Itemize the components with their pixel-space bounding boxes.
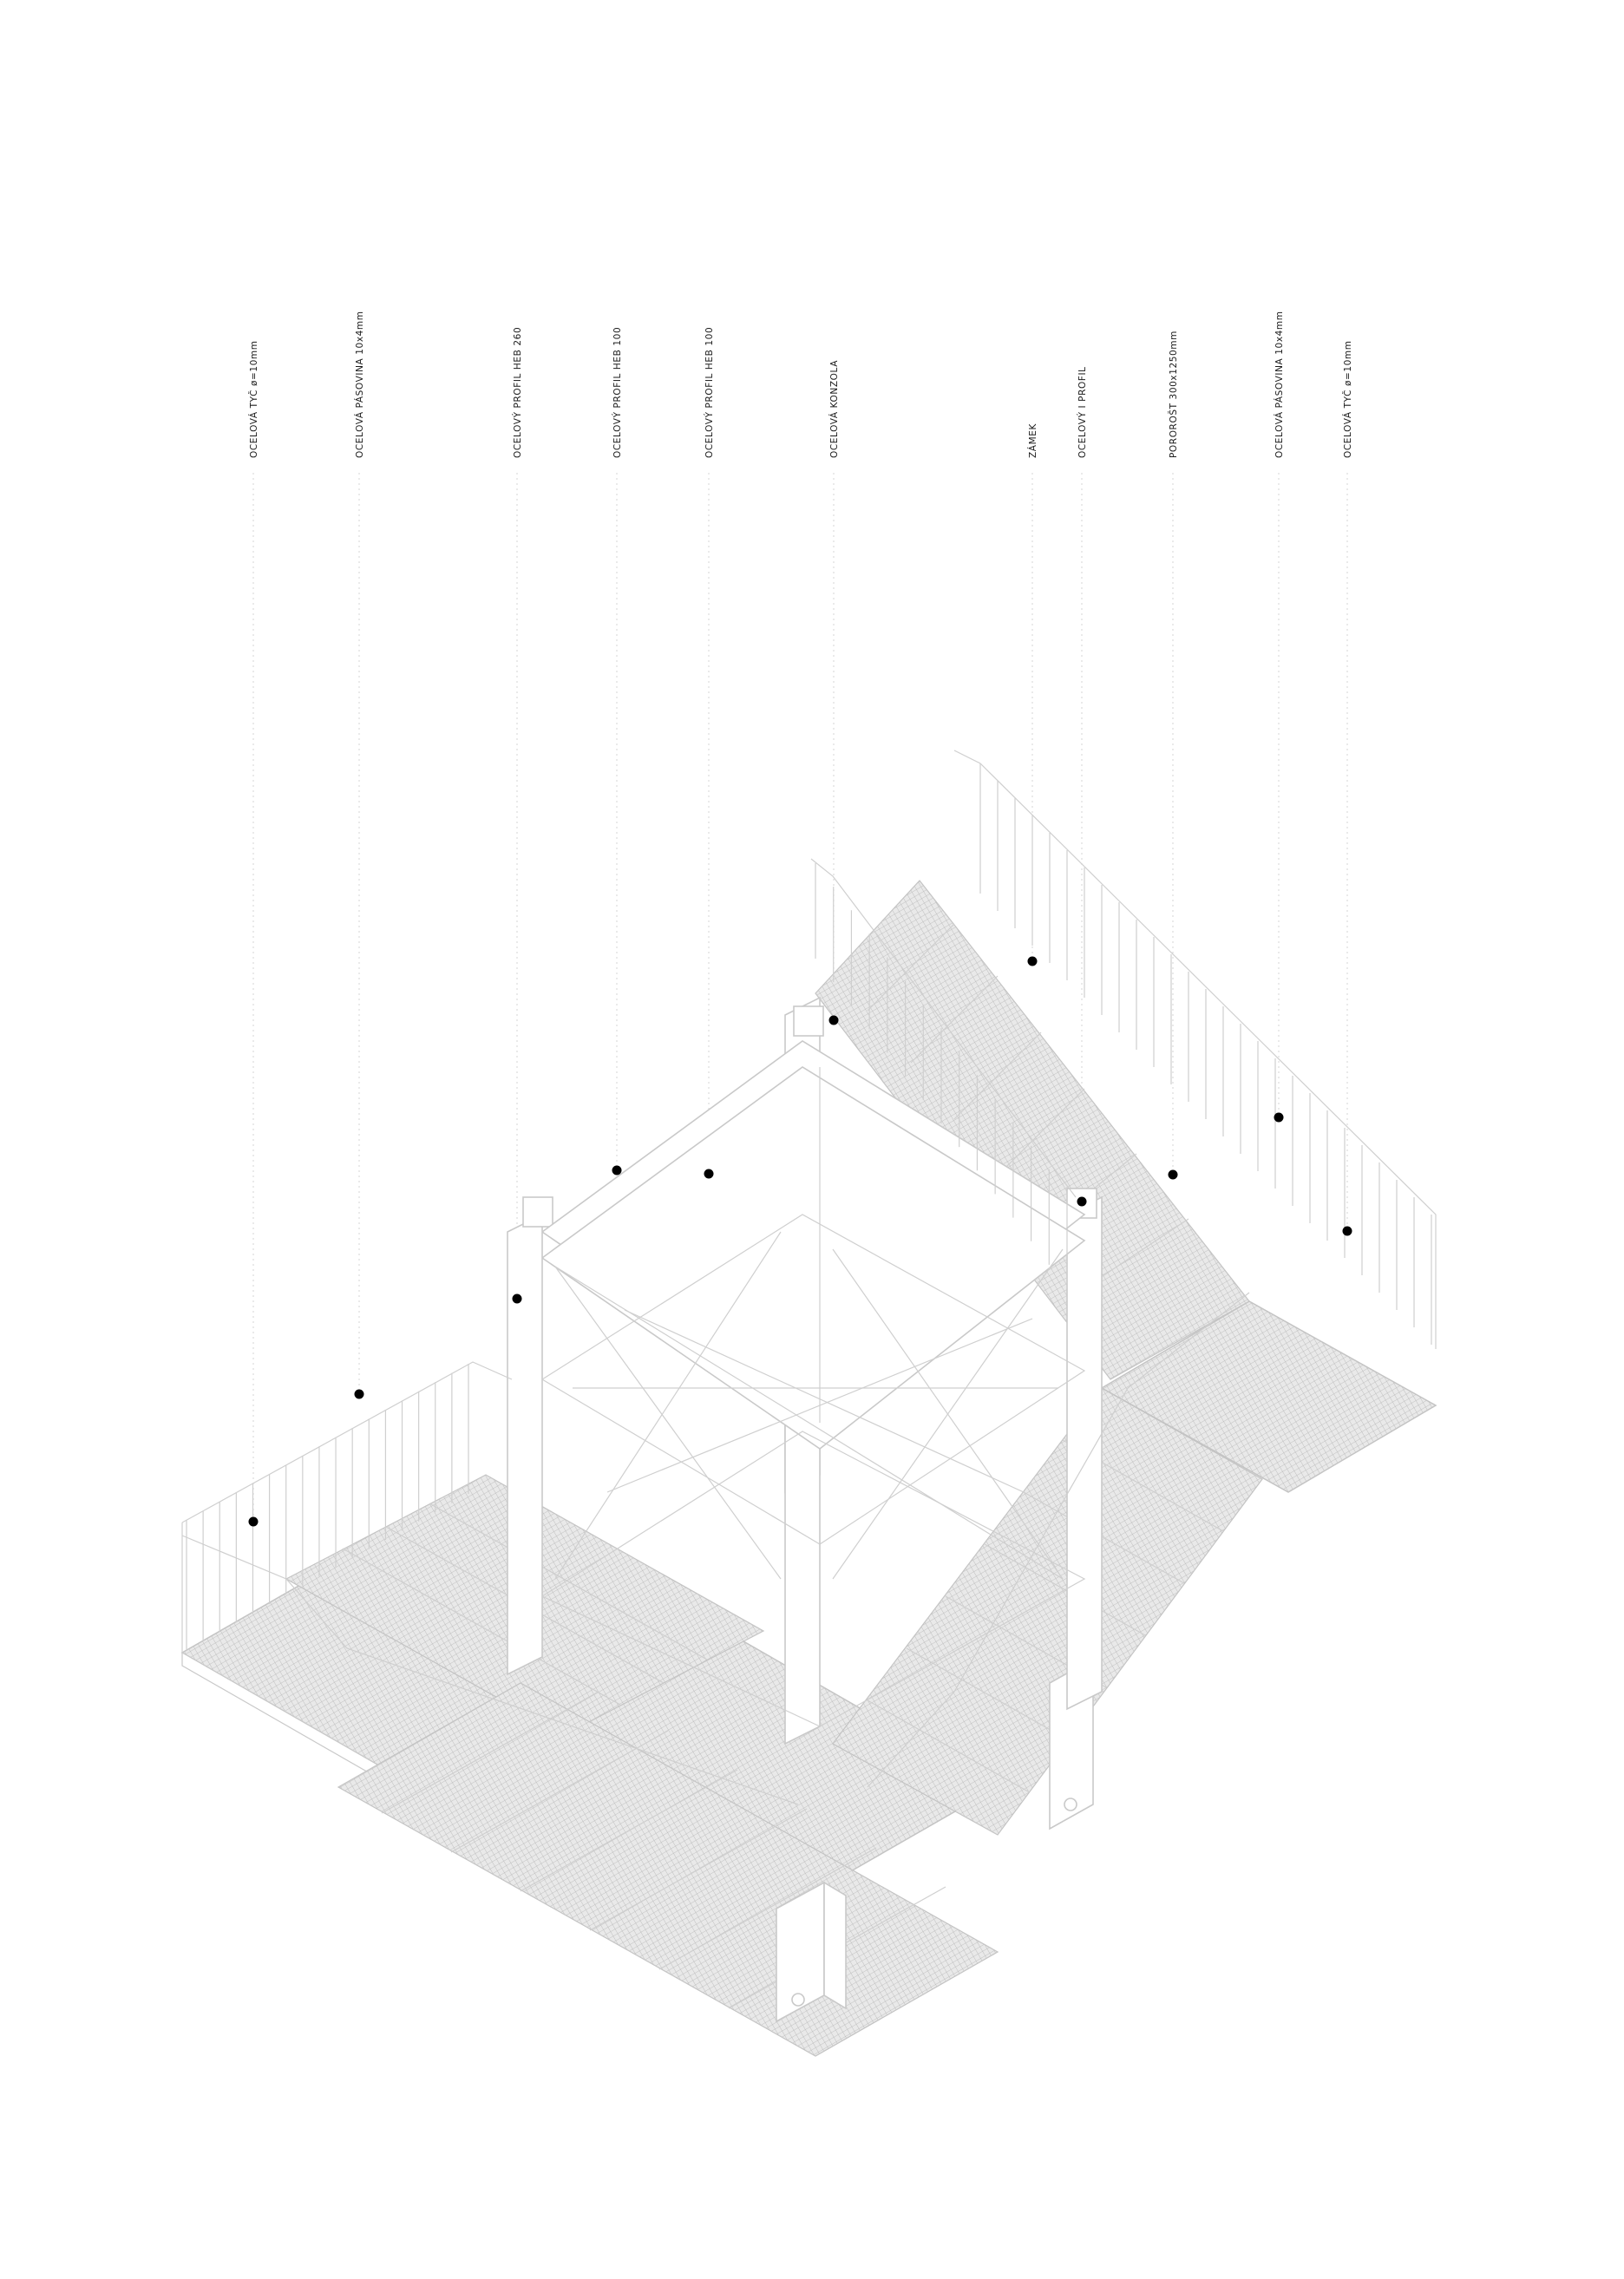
callout-lock: ZÁMEK [1027,423,1038,458]
callout-rod-right: OCELOVÁ TYČ ø=10mm [1342,340,1353,458]
callout-heb260: OCELOVÝ PROFIL HEB 260 [512,327,523,458]
callout-flatbar-right: OCELOVÁ PÁSOVINA 10x4mm [1274,311,1285,458]
railing-balusters [186,763,1432,1650]
marker-grating [1168,1169,1178,1180]
callout-i-profile: OCELOVÝ I PROFIL [1077,366,1088,458]
marker-heb100-a [612,1165,622,1176]
marker-heb100-b [704,1169,714,1179]
callout-grating: POROROŠT 300x1250mm [1168,331,1179,458]
marker-rod-left [248,1516,259,1527]
railing-right [810,750,1437,1788]
callout-flatbar-left: OCELOVÁ PÁSOVINA 10x4mm [354,311,365,458]
leader-lines [252,473,1348,1518]
callout-markers [248,956,1352,1527]
callout-labels: OCELOVÁ TYČ ø=10mm OCELOVÁ PÁSOVINA 10x4… [248,311,1353,458]
marker-bracket [828,1015,839,1025]
callout-rod-left: OCELOVÁ TYČ ø=10mm [248,340,259,458]
callout-bracket: OCELOVÁ KONZOLA [828,360,840,458]
callout-heb100-a: OCELOVÝ PROFIL HEB 100 [612,327,623,458]
central-tower [507,996,1103,1745]
marker-heb260 [512,1293,522,1304]
callout-heb100-b: OCELOVÝ PROFIL HEB 100 [704,327,715,458]
railing-left [181,1361,799,1805]
staircase-structure [180,750,1437,2057]
marker-flatbar-left [354,1389,364,1399]
landing-right [1100,1300,1437,1493]
bottom-pier [776,1881,847,2023]
marker-i-profile [1077,1196,1087,1207]
flight-right-lower [832,1387,1263,1836]
marker-flatbar-right [1274,1112,1284,1123]
marker-lock [1027,956,1038,966]
flight-right-upper [815,880,1250,1380]
marker-rod-right [1342,1226,1352,1236]
